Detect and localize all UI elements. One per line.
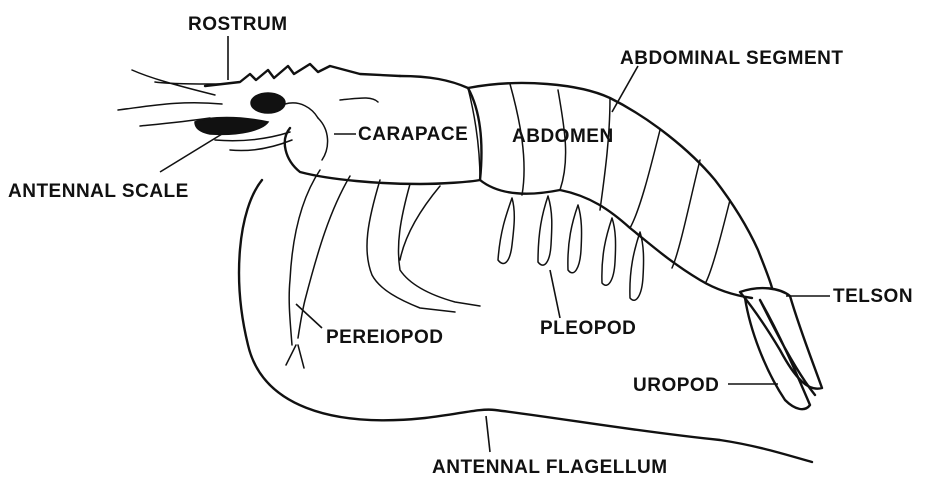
rostrum-shape — [205, 64, 400, 86]
label-carapace: CARAPACE — [358, 124, 468, 145]
label-abdomen: ABDOMEN — [512, 126, 614, 147]
pleopod-leader — [550, 270, 560, 318]
label-telson: TELSON — [833, 286, 913, 307]
eye-shape — [251, 93, 285, 113]
label-rostrum: ROSTRUM — [188, 14, 288, 35]
eye-stalk — [285, 103, 318, 118]
antennal-scale-shape — [195, 118, 268, 135]
segment-lines — [468, 84, 730, 282]
antennal-flagellum-line — [239, 180, 812, 462]
label-pereiopod: PEREIOPOD — [326, 327, 443, 348]
pleopods — [498, 196, 644, 300]
label-uropod: UROPOD — [633, 375, 719, 396]
label-abdominal-segment: ABDOMINAL SEGMENT — [620, 48, 843, 69]
antennal-scale-leader — [160, 134, 222, 172]
label-antennal-scale: ANTENNAL SCALE — [8, 181, 189, 202]
antennule-lines — [118, 70, 222, 126]
antennal-flagellum-leader — [486, 416, 490, 452]
uropod-shape — [745, 298, 815, 409]
label-pleopod: PLEOPOD — [540, 318, 636, 339]
abdomen-dorsal-outline — [468, 83, 772, 288]
label-antennal-flagellum: ANTENNAL FLAGELLUM — [432, 457, 668, 478]
